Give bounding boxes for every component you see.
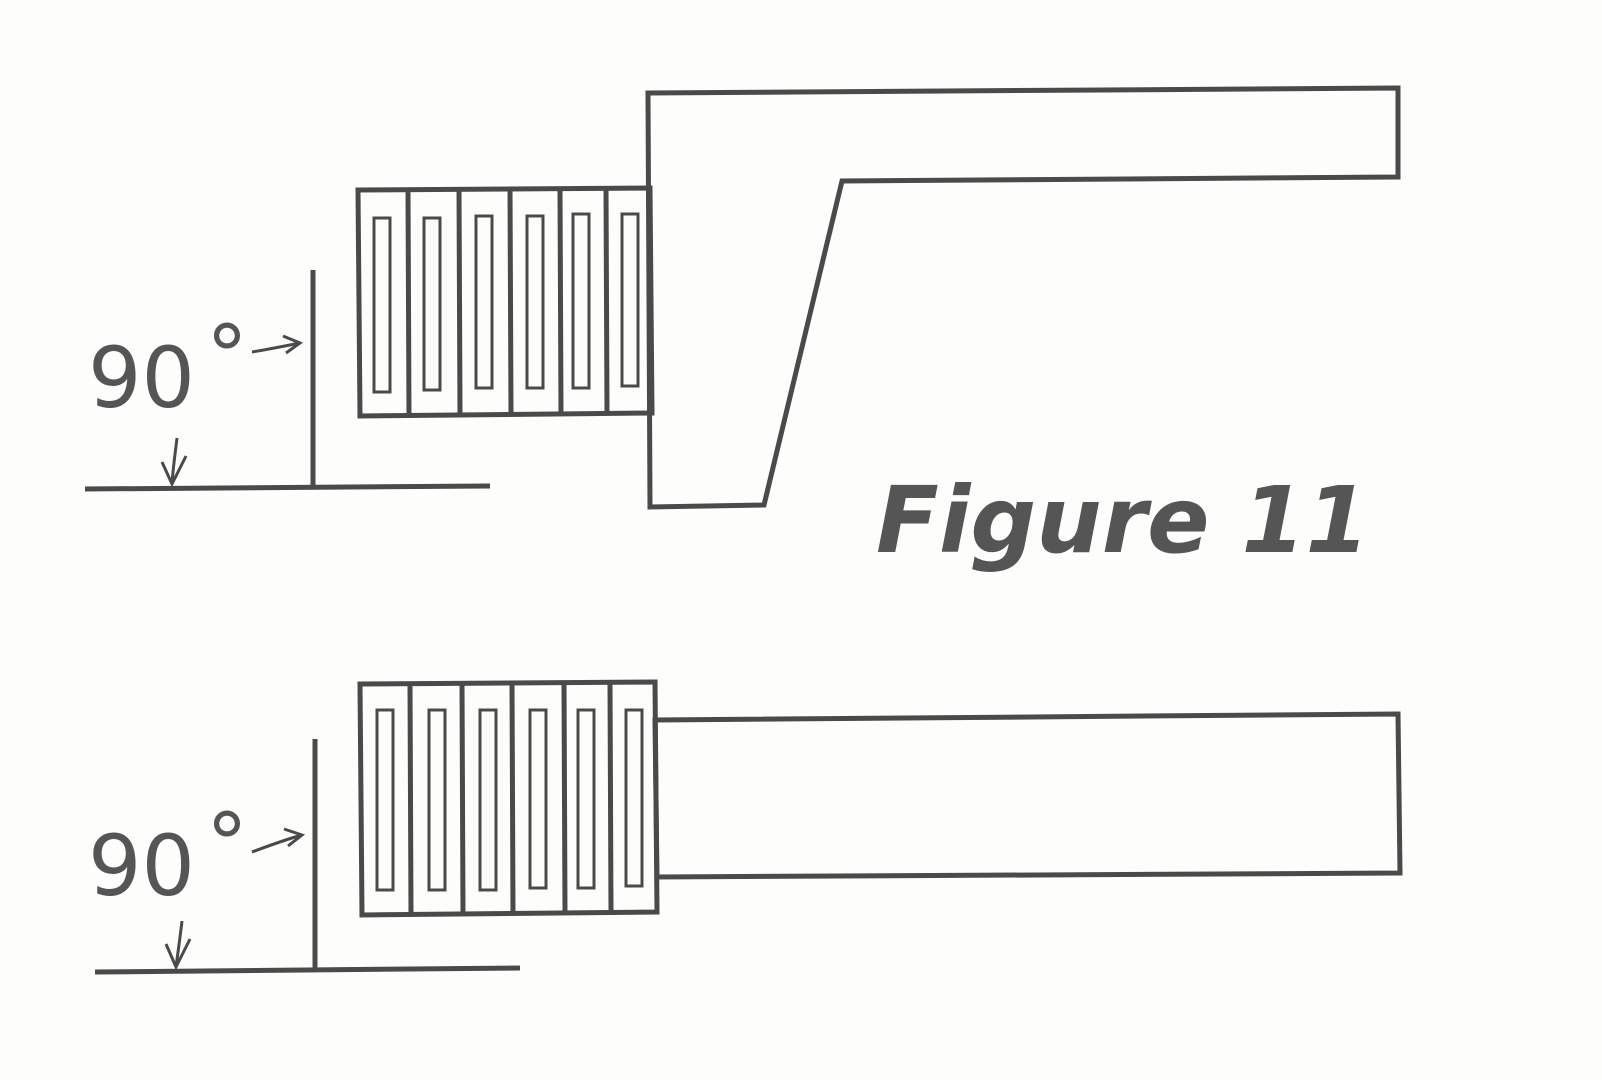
top-slot-1 bbox=[372, 216, 392, 394]
bottom-assembly: 90 ° bbox=[88, 679, 1403, 975]
bottom-angle-label: 90 bbox=[88, 817, 195, 915]
bottom-degree-symbol: ° bbox=[206, 795, 248, 893]
top-slot-3 bbox=[474, 214, 494, 390]
bottom-right-arrow bbox=[251, 827, 306, 854]
bottom-comb-block bbox=[357, 679, 660, 918]
bottom-comb-outline bbox=[357, 679, 660, 918]
top-down-arrow bbox=[160, 437, 188, 488]
top-slot-6 bbox=[620, 212, 640, 388]
top-l-shaped-handle bbox=[645, 85, 1401, 510]
top-slot-5 bbox=[571, 212, 591, 390]
bottom-base-line bbox=[94, 965, 521, 975]
bottom-slot-4 bbox=[528, 708, 548, 890]
bottom-slot-5 bbox=[576, 708, 596, 890]
bottom-straight-handle bbox=[652, 711, 1403, 880]
top-degree-symbol: ° bbox=[206, 307, 248, 405]
bottom-slot-6 bbox=[624, 708, 644, 888]
top-angle-label: 90 bbox=[88, 329, 195, 427]
figure-caption: Figure 11 bbox=[876, 467, 1370, 574]
bottom-slot-3 bbox=[478, 708, 498, 892]
bottom-down-arrow bbox=[164, 920, 192, 971]
top-comb-block bbox=[355, 185, 655, 419]
top-base-line bbox=[84, 483, 491, 492]
top-assembly: 90 ° bbox=[84, 85, 1401, 510]
bottom-slot-1 bbox=[375, 708, 395, 892]
top-slot-2 bbox=[422, 216, 442, 392]
top-right-arrow bbox=[251, 334, 304, 355]
bottom-slot-2 bbox=[427, 708, 447, 892]
top-slot-4 bbox=[525, 214, 545, 390]
